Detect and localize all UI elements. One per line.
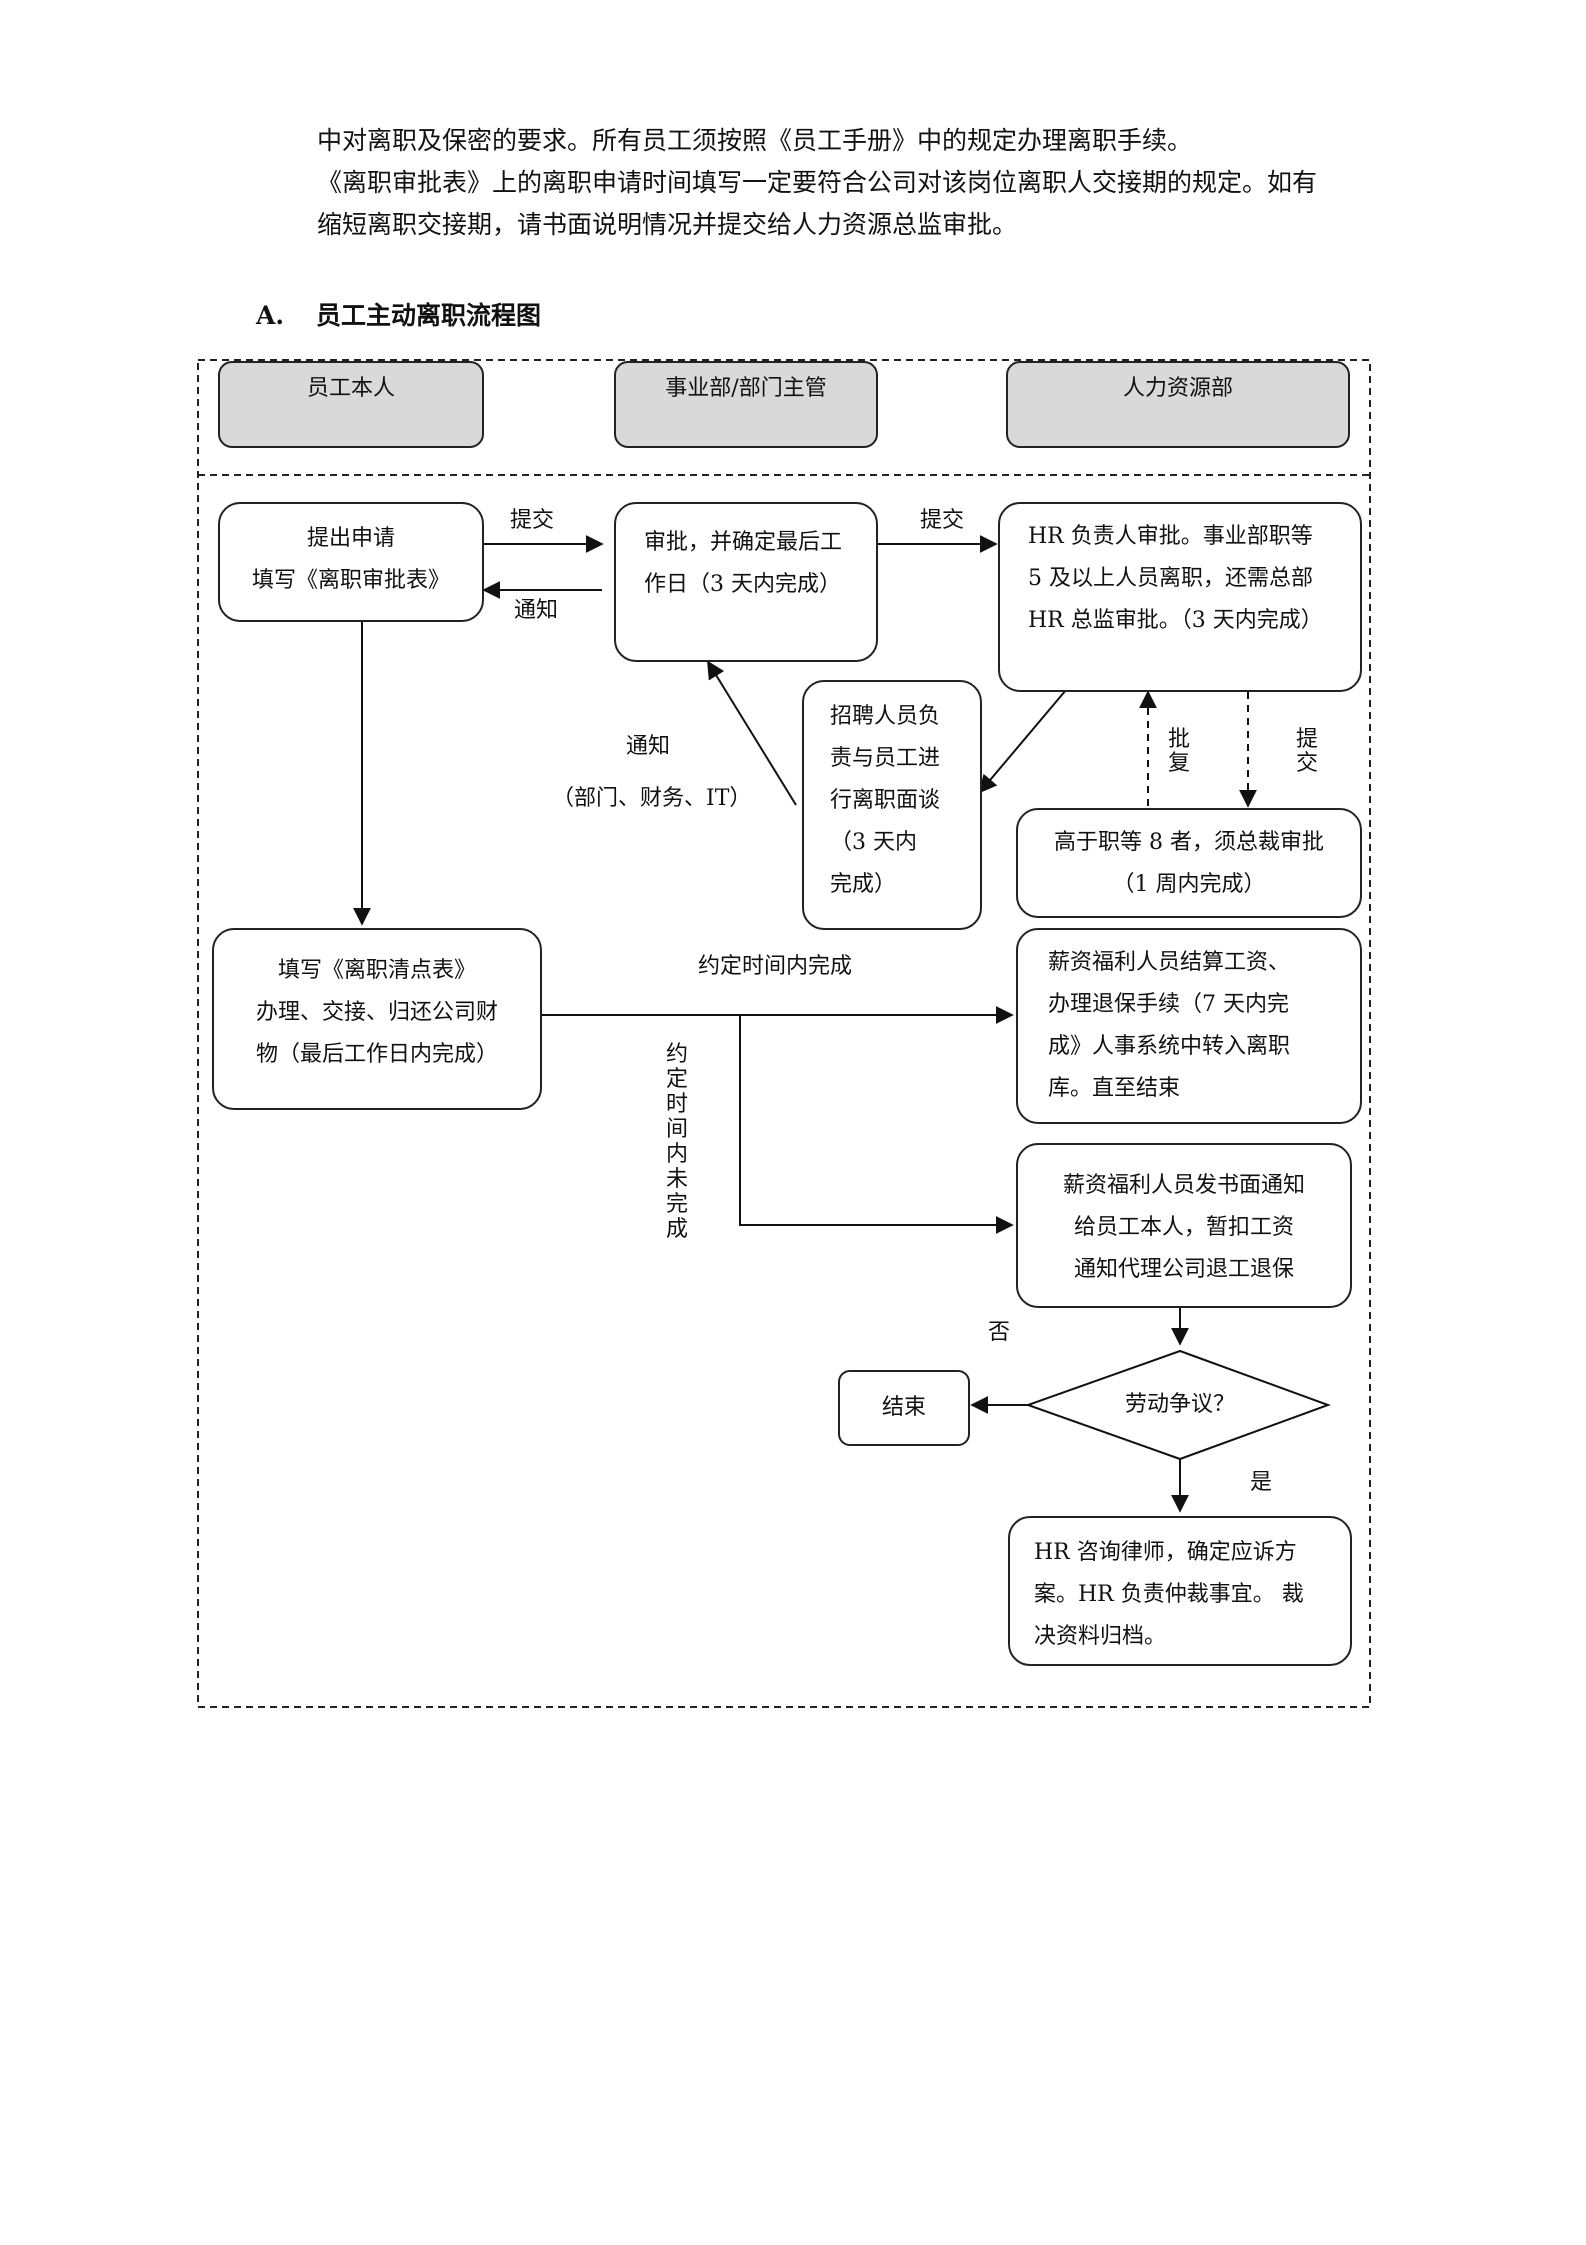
- node-text: （1 周内完成）: [1112, 872, 1266, 897]
- node-ceo-approve: 高于职等 8 者，须总裁审批 （1 周内完成）: [1016, 808, 1362, 918]
- vchar: 间: [665, 1117, 688, 1142]
- arrow-hr-to-interview: [978, 689, 1067, 794]
- vchar: 交: [1295, 751, 1318, 776]
- node-interview: 招聘人员负 责与员工进 行离职面谈 （3 天内 完成）: [802, 680, 982, 930]
- node-text: 结束: [881, 1395, 926, 1420]
- node-payroll-done: 薪资福利人员结算工资、 办理退保手续（7 天内完 成》人事系统中转入离职 库。直…: [1016, 928, 1362, 1124]
- node-text: 通知代理公司退工退保: [1073, 1257, 1294, 1282]
- label-submit-2: 提交: [920, 508, 965, 533]
- lane-employee: 员工本人: [218, 361, 484, 448]
- vchar: 提: [1295, 727, 1318, 752]
- node-text: 库。直至结束: [1048, 1076, 1181, 1101]
- lane-label: 员工本人: [306, 376, 395, 401]
- node-text: 薪资福利人员结算工资、: [1048, 950, 1291, 975]
- label-no: 否: [988, 1320, 1011, 1345]
- label-reply: 批复: [1166, 728, 1192, 776]
- node-apply: 提出申请 填写《离职审批表》: [218, 502, 484, 622]
- vchar: 内: [665, 1142, 688, 1167]
- label-completed: 约定时间内完成: [698, 954, 853, 979]
- lane-label: 人力资源部: [1122, 376, 1233, 401]
- node-lawyer: HR 咨询律师，确定应诉方 案。HR 负责仲裁事宜。 裁 决资料归档。: [1008, 1516, 1352, 1666]
- label-yes: 是: [1250, 1470, 1273, 1495]
- node-text: 决资料归档。: [1034, 1624, 1167, 1649]
- node-text: 案。HR 负责仲裁事宜。 裁: [1034, 1582, 1304, 1607]
- node-text: 5 及以上人员离职，还需总部: [1028, 566, 1313, 591]
- node-text: 物（最后工作日内完成）: [255, 1042, 498, 1067]
- node-text: 薪资福利人员发书面通知: [1062, 1173, 1305, 1198]
- lane-label: 事业部/部门主管: [665, 376, 827, 401]
- vchar: 时: [665, 1092, 688, 1117]
- vchar: 未: [665, 1167, 688, 1192]
- label-not-completed: 约定时间内未完成: [664, 1042, 690, 1242]
- node-hr-approve: HR 负责人审批。事业部职等 5 及以上人员离职，还需总部 HR 总监审批。（3…: [998, 502, 1362, 692]
- node-text: HR 咨询律师，确定应诉方: [1034, 1540, 1297, 1565]
- intro-line: 《离职审批表》上的离职申请时间填写一定要符合公司对该岗位离职人交接期的规定。如有: [317, 168, 1318, 197]
- node-text: （3 天内: [830, 830, 917, 855]
- node-text: HR 负责人审批。事业部职等: [1028, 524, 1313, 549]
- node-text: 填写《离职审批表》: [251, 568, 450, 593]
- node-dept-approve: 审批，并确定最后工 作日（3 天内完成）: [614, 502, 878, 662]
- label-submit-1: 提交: [510, 508, 555, 533]
- node-payroll-notice: 薪资福利人员发书面通知 给员工本人，暂扣工资 通知代理公司退工退保: [1016, 1143, 1352, 1308]
- vchar: 复: [1167, 751, 1190, 776]
- node-text: 办理、交接、归还公司财: [255, 1000, 498, 1025]
- label-notify-1: 通知: [514, 598, 559, 623]
- label-notify-2-detail: （部门、财务、IT）: [552, 786, 752, 811]
- node-text: 办理退保手续（7 天内完: [1048, 992, 1289, 1017]
- node-text: 提出申请: [306, 526, 395, 551]
- lane-department: 事业部/部门主管: [614, 361, 878, 448]
- node-text: 审批，并确定最后工: [644, 530, 843, 555]
- vchar: 批: [1167, 727, 1190, 752]
- vchar: 完: [665, 1192, 688, 1217]
- node-text: 成》人事系统中转入离职: [1048, 1034, 1291, 1059]
- node-text: 完成）: [830, 872, 897, 897]
- node-text: HR 总监审批。（3 天内完成）: [1028, 608, 1323, 633]
- intro-line: 中对离职及保密的要求。所有员工须按照《员工手册》中的规定办理离职手续。: [317, 126, 1193, 155]
- lane-hr: 人力资源部: [1006, 361, 1350, 448]
- vchar: 定: [665, 1067, 688, 1092]
- node-text: 行离职面谈: [830, 788, 941, 813]
- arrow-not-completed: [739, 1015, 1014, 1234]
- node-text: 给员工本人，暂扣工资: [1073, 1215, 1294, 1240]
- section-letter: A.: [256, 301, 285, 330]
- node-text: 高于职等 8 者，须总裁审批: [1054, 830, 1324, 855]
- vchar: 成: [665, 1217, 688, 1242]
- node-text: 填写《离职清点表》: [277, 958, 476, 983]
- node-dispute-label: 劳动争议？: [1124, 1392, 1235, 1417]
- vchar: 约: [665, 1042, 688, 1067]
- label-submit-3: 提交: [1294, 728, 1320, 776]
- node-text: 招聘人员负: [830, 704, 941, 729]
- label-notify-2: 通知: [626, 734, 671, 759]
- node-end: 结束: [838, 1370, 970, 1446]
- arrow-interview-to-dept: [707, 660, 797, 806]
- intro-paragraph: 中对离职及保密的要求。所有员工须按照《员工手册》中的规定办理离职手续。 《离职审…: [317, 120, 1417, 246]
- node-checklist: 填写《离职清点表》 办理、交接、归还公司财 物（最后工作日内完成）: [212, 928, 542, 1110]
- intro-line: 缩短离职交接期，请书面说明情况并提交给人力资源总监审批。: [317, 210, 1018, 239]
- section-title: A. 员工主动离职流程图: [256, 296, 541, 332]
- section-title-text: 员工主动离职流程图: [316, 301, 542, 330]
- node-text: 作日（3 天内完成）: [644, 572, 841, 597]
- node-text: 责与员工进: [830, 746, 941, 771]
